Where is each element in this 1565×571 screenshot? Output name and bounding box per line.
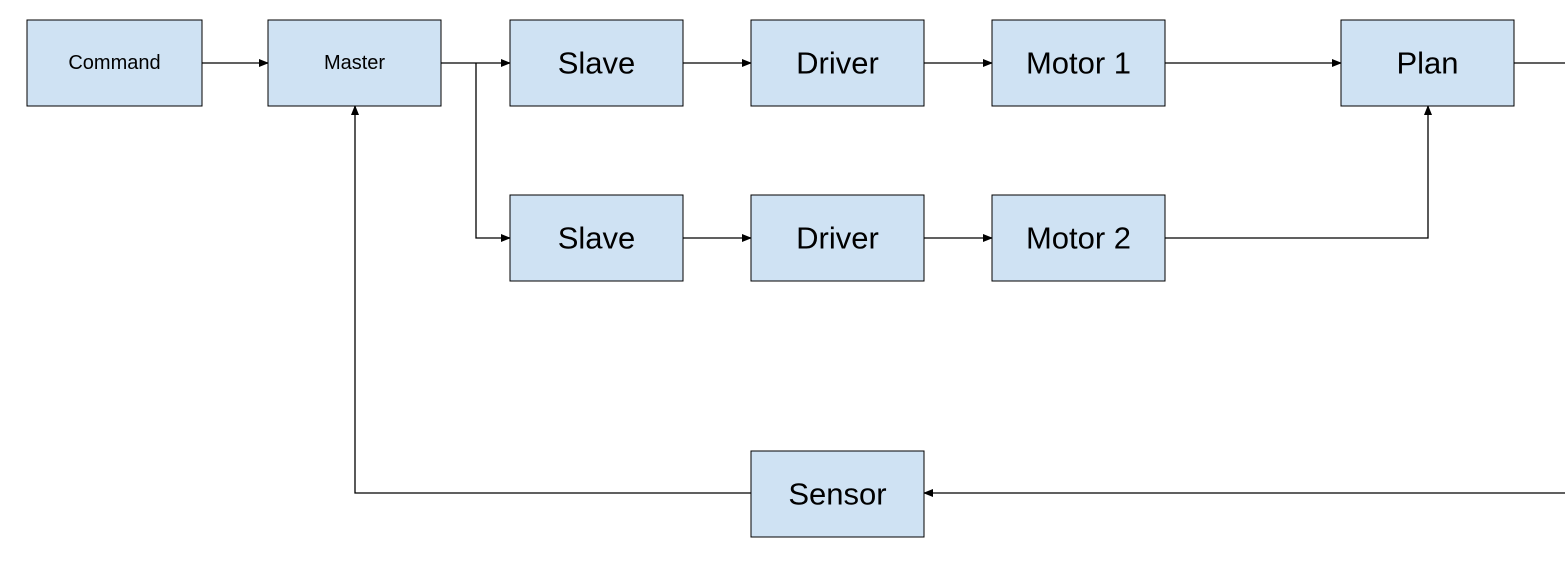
- node-master-label: Master: [324, 52, 385, 74]
- node-command-label: Command: [68, 52, 160, 74]
- node-sensor: Sensor: [750, 450, 925, 538]
- edge-sensor-to-master: [351, 105, 751, 494]
- node-driver-1-label: Driver: [796, 46, 879, 81]
- node-driver-2-label: Driver: [796, 221, 879, 256]
- node-command: Command: [26, 19, 203, 107]
- node-motor-2-label: Motor 2: [1026, 221, 1131, 256]
- node-sensor-label: Sensor: [788, 477, 886, 512]
- node-plan-label: Plan: [1396, 46, 1458, 81]
- node-motor-1: Motor 1: [991, 19, 1166, 107]
- node-driver-2: Driver: [750, 194, 925, 282]
- connections: [202, 59, 1565, 497]
- node-slave-2: Slave: [509, 194, 684, 282]
- edge-motor-2-to-plan: [1165, 105, 1432, 239]
- node-master: Master: [267, 19, 442, 107]
- node-plan: Plan: [1340, 19, 1515, 107]
- node-slave-1: Slave: [509, 19, 684, 107]
- node-slave-1-label: Slave: [558, 46, 636, 81]
- node-motor-1-label: Motor 1: [1026, 46, 1131, 81]
- node-slave-2-label: Slave: [558, 221, 636, 256]
- edge-master-to-slave-2: [475, 63, 511, 242]
- node-motor-2: Motor 2: [991, 194, 1166, 282]
- node-driver-1: Driver: [750, 19, 925, 107]
